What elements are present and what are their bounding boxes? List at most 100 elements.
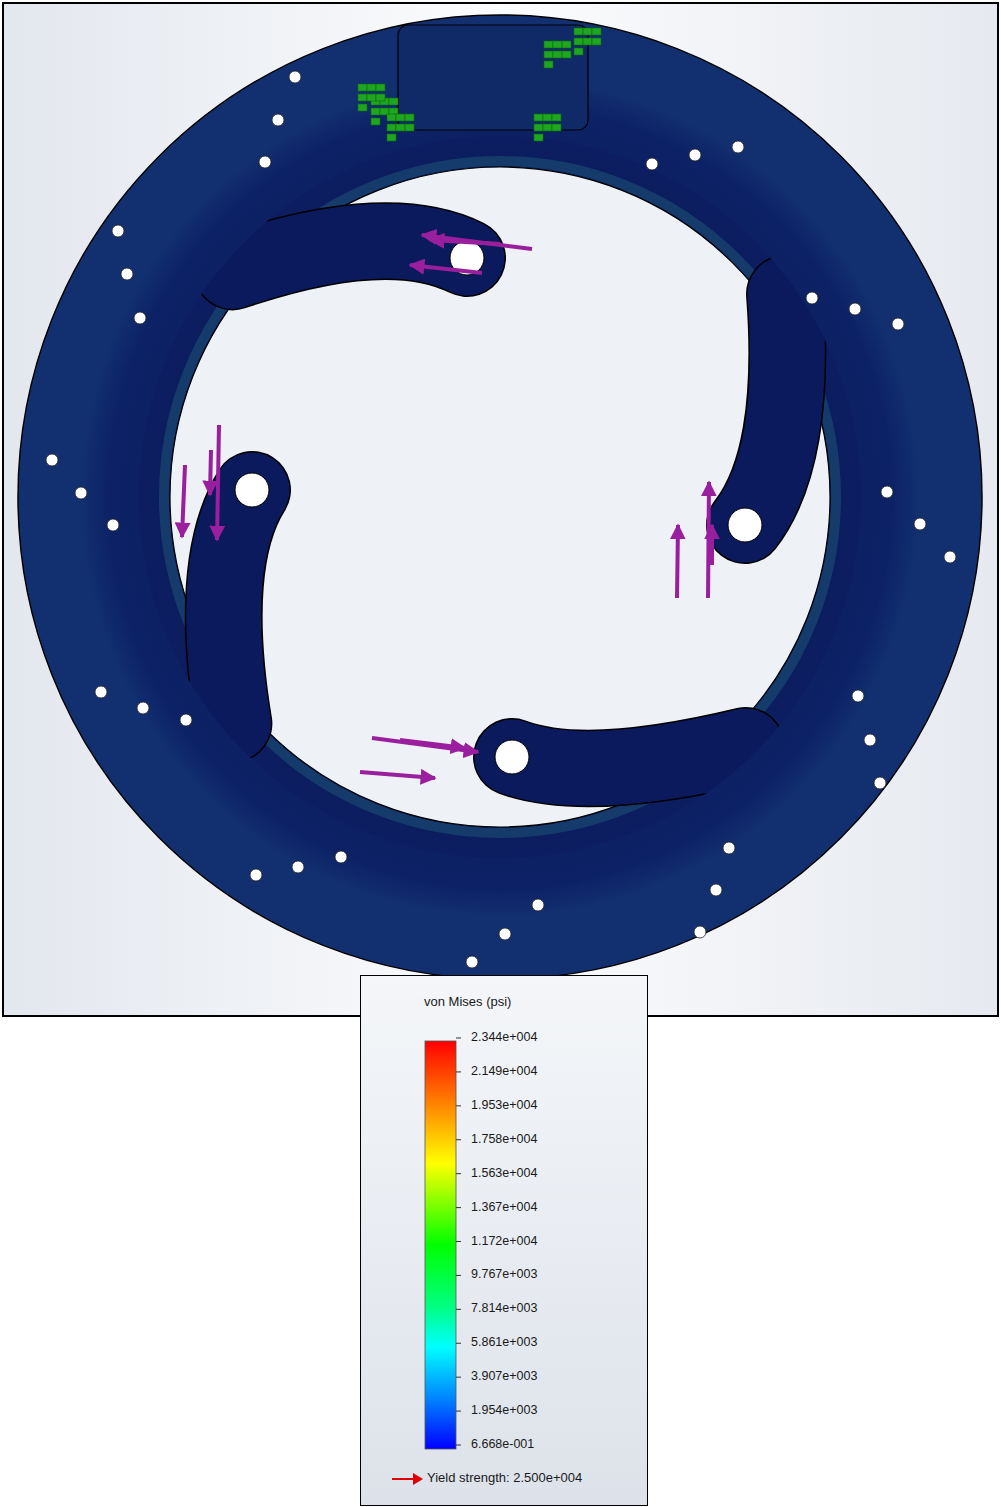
bolt-hole	[710, 884, 722, 896]
bolt-hole	[121, 268, 133, 280]
fixture-symbol	[543, 114, 552, 121]
fixture-symbol	[543, 124, 552, 131]
disc-part	[18, 15, 982, 979]
scale-value: 2.149e+004	[471, 1064, 537, 1078]
bolt-hole	[75, 487, 87, 499]
fixture-symbol	[562, 51, 571, 58]
tick-mark	[456, 1343, 461, 1344]
load-arrow	[430, 240, 500, 244]
bolt-hole	[335, 851, 347, 863]
fixture-symbol	[367, 84, 376, 91]
bolt-hole	[466, 956, 478, 968]
lug-arm	[224, 490, 252, 724]
fixture-symbol	[574, 48, 583, 55]
fixture-symbol	[371, 108, 380, 115]
fixture-symbol	[358, 104, 367, 111]
fixture-symbol	[396, 124, 405, 131]
fixture-symbol	[544, 51, 553, 58]
load-arrow	[217, 425, 219, 540]
bolt-hole	[289, 71, 301, 83]
center-cutout	[170, 167, 830, 827]
lug-outline	[512, 746, 746, 768]
bolt-hole	[107, 519, 119, 531]
yield-marker	[392, 1478, 415, 1480]
fixture-symbol	[562, 41, 571, 48]
load-arrow	[360, 772, 435, 778]
tick-mark	[456, 1173, 461, 1174]
fixture-symbol	[387, 134, 396, 141]
fixture-symbol	[534, 114, 543, 121]
tick-mark	[456, 1071, 461, 1072]
tick-mark	[456, 1105, 461, 1106]
scale-value: 1.367e+004	[471, 1200, 537, 1214]
fixture-symbol	[405, 124, 414, 131]
fixture-symbol	[544, 41, 553, 48]
lug-arm	[745, 294, 787, 525]
scale-value: 1.563e+004	[471, 1166, 537, 1180]
load-arrow	[410, 265, 482, 273]
bolt-hole	[892, 318, 904, 330]
bolt-hole	[694, 926, 706, 938]
scale-value: 3.907e+003	[471, 1369, 537, 1383]
yield-marker-head	[413, 1473, 423, 1485]
disc-outline	[18, 15, 982, 979]
fixture-symbol	[387, 124, 396, 131]
tick-mark	[456, 1275, 461, 1276]
bolt-hole	[180, 714, 192, 726]
fixture-symbol	[574, 38, 583, 45]
lug-outline	[224, 490, 252, 724]
bolt-hole	[646, 158, 658, 170]
bolt-hole	[849, 303, 861, 315]
bolt-hole	[806, 292, 818, 304]
fixture-symbol	[389, 98, 398, 105]
bolt-hole	[532, 899, 544, 911]
tick-mark	[456, 1445, 461, 1446]
fixture-symbol	[552, 124, 561, 131]
bolt-hole	[250, 869, 262, 881]
scale-value: 9.767e+003	[471, 1267, 537, 1281]
load-arrow	[710, 525, 714, 565]
tick-mark	[456, 1139, 461, 1140]
fixture-symbol	[396, 114, 405, 121]
tick-mark	[456, 1038, 461, 1039]
bolt-hole	[292, 861, 304, 873]
fixture-symbol	[358, 94, 367, 101]
fixture-symbol	[371, 118, 380, 125]
bolt-hole	[874, 777, 886, 789]
fixture-symbol	[358, 84, 367, 91]
bolt-hole	[46, 454, 58, 466]
fixture-symbol	[534, 134, 543, 141]
scale-value: 1.953e+004	[471, 1098, 537, 1112]
fixture-symbol	[592, 28, 601, 35]
bolt-hole	[881, 486, 893, 498]
tick-mark	[456, 1377, 461, 1378]
legend-title: von Mises (psi)	[424, 994, 511, 1009]
bolt-hole	[944, 551, 956, 563]
fixture-symbol	[544, 61, 553, 68]
plot-frame	[3, 3, 998, 1016]
scale-value: 7.814e+003	[471, 1301, 537, 1315]
load-arrow	[372, 738, 478, 752]
load-arrow	[182, 465, 185, 537]
scale-value: 2.344e+004	[471, 1030, 537, 1044]
load-arrow	[210, 450, 211, 495]
bolt-hole	[689, 149, 701, 161]
load-arrow	[677, 525, 678, 598]
load-arrow	[422, 235, 532, 249]
lug-hole	[728, 508, 762, 542]
fixture-symbol	[583, 28, 592, 35]
fixture-symbol	[574, 28, 583, 35]
bolt-hole	[112, 225, 124, 237]
bolt-hole	[732, 141, 744, 153]
load-arrow	[708, 482, 709, 598]
pocket-outline	[398, 25, 588, 130]
tick-mark	[456, 1241, 461, 1242]
tick-mark	[456, 1309, 461, 1310]
bolt-hole	[914, 518, 926, 530]
scale-value: 1.172e+004	[471, 1234, 537, 1248]
fixture-symbol	[367, 94, 376, 101]
bolt-hole	[95, 686, 107, 698]
lug-hole	[235, 473, 269, 507]
gradient-bar	[425, 1041, 456, 1449]
scale-value: 1.758e+004	[471, 1132, 537, 1146]
